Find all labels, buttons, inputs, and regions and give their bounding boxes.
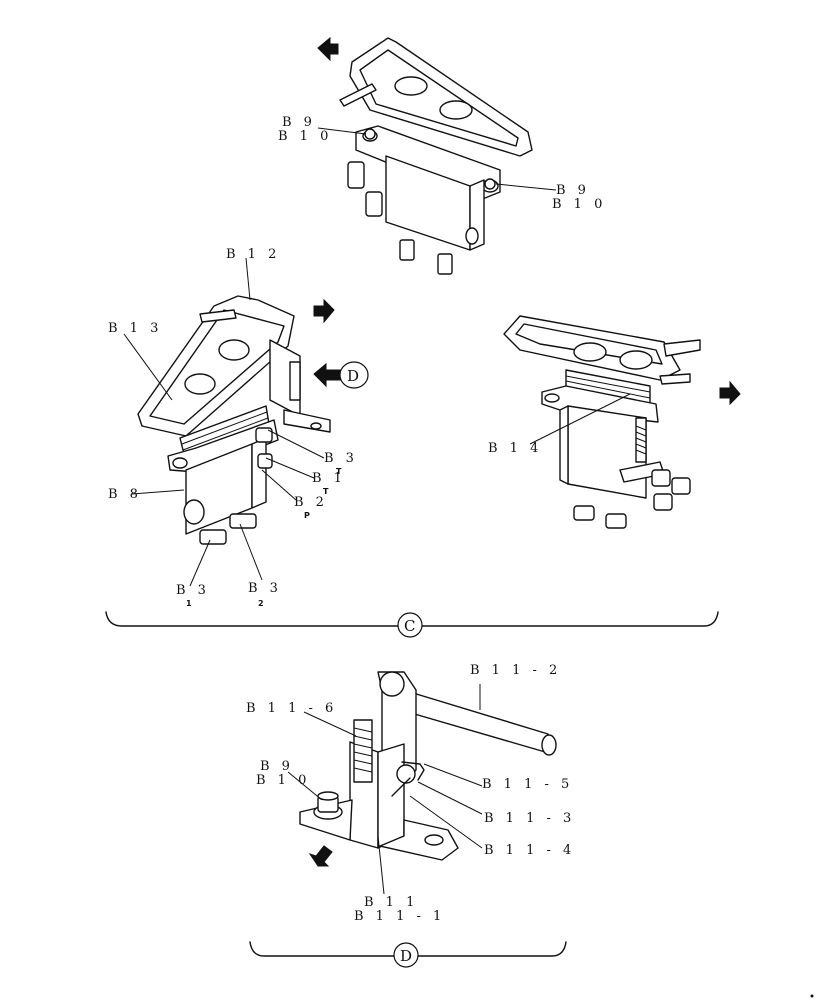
label-b11-5: B 1 1 - 5 <box>482 777 573 792</box>
label-b10-top-right: B 1 0 <box>552 197 606 212</box>
view-c-letter: C <box>404 617 415 635</box>
label-b11: B 1 1 <box>364 895 418 910</box>
label-b3-bottom-1-sub: 1 <box>186 599 192 608</box>
label-b9-top-right: B 9 <box>556 183 590 198</box>
label-b3-bottom-1: B 3 <box>176 583 210 598</box>
label-b8: B 8 <box>108 487 142 502</box>
direction-arrow-top <box>317 36 339 62</box>
label-b11-4: B 1 1 - 4 <box>484 843 575 858</box>
label-b10-top-left: B 1 0 <box>278 129 332 144</box>
label-b2-sub: P <box>304 511 310 520</box>
view-c-circle <box>397 612 423 638</box>
corner-dot <box>810 994 814 998</box>
top-pedal-valve-assembly <box>317 36 557 275</box>
label-b12: B 1 2 <box>226 247 280 262</box>
label-b11-6: B 1 1 - 6 <box>246 701 337 716</box>
label-b11-1: B 1 1 - 1 <box>354 909 445 924</box>
view-d-pointer-arrow <box>313 362 341 388</box>
label-b1: B 1 <box>312 471 346 486</box>
detail-d-bracket-assembly <box>287 671 557 895</box>
label-b2: B 2 <box>294 495 328 510</box>
left-pedal-valve-assembly <box>123 257 335 587</box>
label-b13: B 1 3 <box>108 321 162 336</box>
label-b9-detail: B 9 <box>260 759 294 774</box>
label-b3-bottom-2-sub: 2 <box>258 599 264 608</box>
view-d-marker-circle <box>339 361 369 389</box>
label-b3-bottom-2: B 3 <box>248 581 282 596</box>
label-b3-right-sub: T <box>336 467 342 476</box>
label-b10-detail: B 1 0 <box>256 773 310 788</box>
view-d-section-letter: D <box>400 947 412 965</box>
right-pedal-valve-assembly <box>503 315 701 529</box>
direction-arrow-detail <box>308 845 333 867</box>
label-b11-3: B 1 1 - 3 <box>484 811 575 826</box>
label-b14: B 1 4 <box>488 441 542 456</box>
label-b11-2: B 1 1 - 2 <box>470 663 561 678</box>
direction-arrow-right-assembly <box>719 380 741 406</box>
view-d-section-circle <box>393 942 419 968</box>
label-b1-sub: T <box>323 487 329 496</box>
label-b9-top-left: B 9 <box>282 115 316 130</box>
direction-arrow-left-assembly <box>313 298 335 324</box>
label-b3-right: B 3 <box>324 451 358 466</box>
pedal-plate-top <box>349 37 533 157</box>
view-d-marker-letter: D <box>347 367 359 385</box>
